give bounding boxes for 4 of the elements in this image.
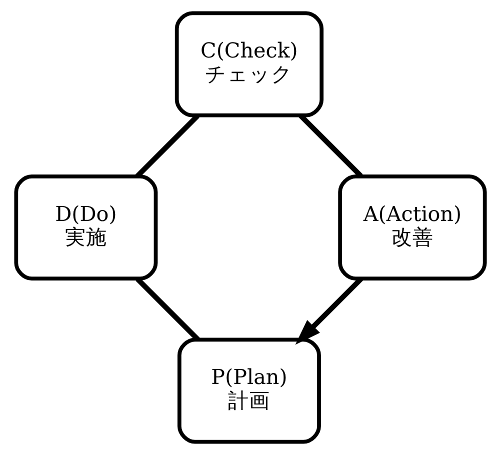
node-box: D(Do) 実施	[14, 174, 158, 280]
node-box: A(Action) 改善	[338, 174, 486, 280]
node-box: P(Plan) 計画	[176, 338, 320, 444]
node-box: C(Check) チェック	[174, 11, 324, 118]
